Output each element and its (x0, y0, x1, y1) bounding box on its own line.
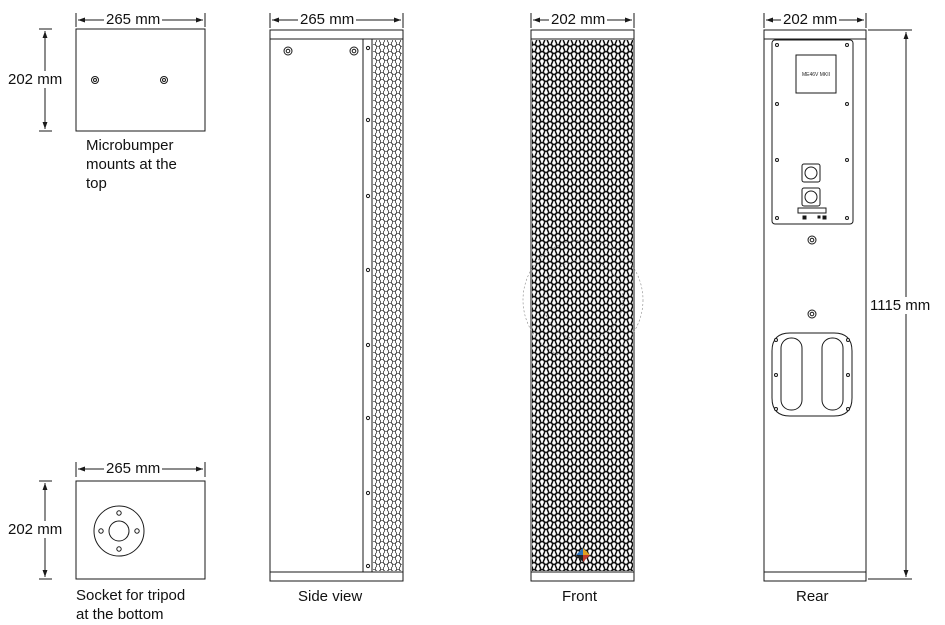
front-width-label: 202 mm (549, 11, 608, 28)
rear-view (763, 13, 912, 582)
side-view (269, 13, 404, 582)
side-width-label: 265 mm (298, 11, 357, 28)
top-caption-line-1: Microbumper (86, 137, 174, 154)
bottom-caption: Socket for tripod at the bottom (76, 586, 185, 624)
bottom-depth-label: 202 mm (6, 521, 65, 538)
side-caption: Side view (298, 588, 363, 605)
rear-model-label: ME46V MKII (802, 72, 830, 78)
front-caption: Front (562, 588, 598, 605)
top-width-label: 265 mm (104, 11, 163, 28)
rear-caption: Rear (796, 588, 829, 605)
top-caption: Microbumper mounts at the top (86, 136, 177, 193)
top-view (39, 13, 206, 132)
logo-icon (576, 548, 590, 562)
rear-width-label: 202 mm (781, 11, 840, 28)
height-label: 1115 mm (868, 297, 933, 314)
top-caption-line-3: top (86, 175, 107, 192)
bottom-width-label: 265 mm (104, 460, 163, 477)
top-caption-line-2: mounts at the (86, 156, 177, 173)
front-view (522, 13, 644, 582)
bottom-caption-line-2: at the bottom (76, 606, 164, 623)
top-depth-label: 202 mm (6, 71, 65, 88)
bottom-caption-line-1: Socket for tripod (76, 587, 186, 604)
